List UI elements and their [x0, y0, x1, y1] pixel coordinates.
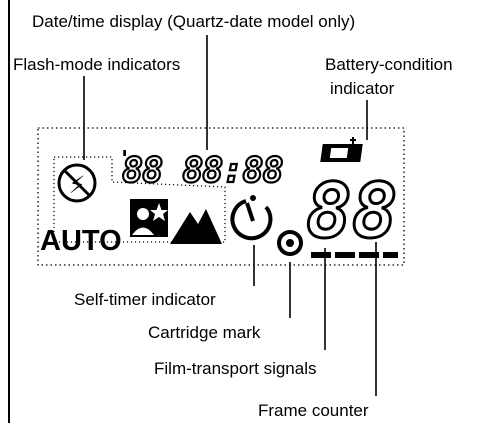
date-time-digits: 88 88:88	[122, 151, 283, 191]
flash-indicator-region	[53, 156, 226, 243]
label-battery-line1: Battery-condition	[325, 55, 453, 74]
frame-counter-digits: 88	[306, 166, 398, 255]
label-date-time: Date/time display (Quartz-date model onl…	[32, 12, 355, 31]
flash-mode-icon: ⚡	[57, 163, 97, 203]
film-transport-signals	[311, 252, 398, 258]
cartridge-mark-icon	[277, 230, 303, 256]
label-film-transport: Film-transport signals	[154, 359, 317, 378]
label-self-timer: Self-timer indicator	[74, 290, 216, 309]
battery-icon	[320, 137, 363, 162]
label-battery-line2: indicator	[330, 79, 395, 98]
date-prefix-mark: '	[118, 147, 131, 172]
portrait-mode-icon	[130, 199, 168, 237]
label-flash-mode: Flash-mode indicators	[13, 55, 180, 74]
label-frame-counter: Frame counter	[258, 401, 369, 420]
self-timer-icon	[230, 195, 273, 241]
landscape-mode-icon	[170, 209, 222, 244]
label-cartridge: Cartridge mark	[148, 323, 261, 342]
lcd-panel-outline	[37, 127, 405, 266]
auto-mode-text: AUTO	[40, 225, 122, 257]
